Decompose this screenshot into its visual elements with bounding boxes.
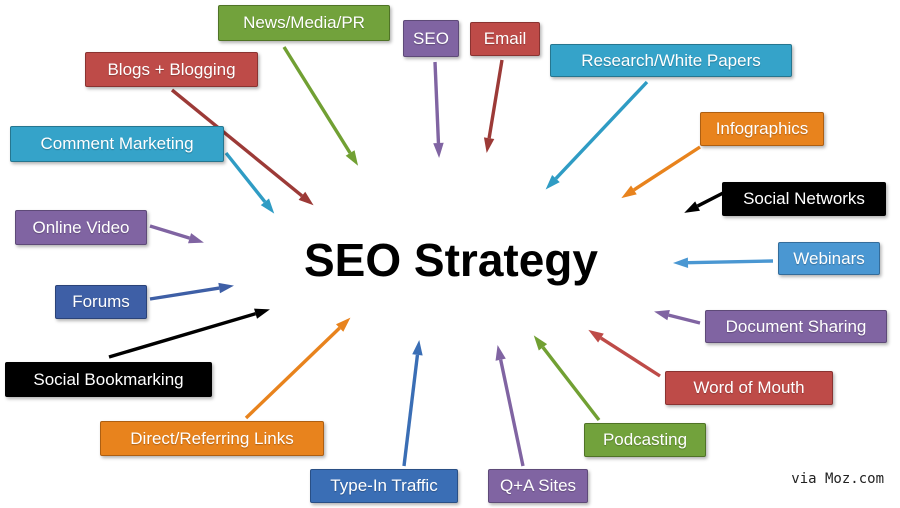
node-document-sharing: Document Sharing [705,310,887,343]
node-direct-referring-links: Direct/Referring Links [100,421,324,456]
node-social-bookmarking: Social Bookmarking [5,362,212,397]
arrow-comment-marketing [224,151,275,214]
node-research-white-papers: Research/White Papers [550,44,792,77]
arrow-qa-sites [495,345,525,467]
node-online-video: Online Video [15,210,147,245]
diagram-title: SEO Strategy [304,234,598,286]
arrow-direct-referring-links [244,317,351,420]
arrow-seo [433,61,444,158]
node-blogs-blogging: Blogs + Blogging [85,52,258,87]
arrow-online-video [149,224,204,244]
node-infographics: Infographics [700,112,824,146]
arrow-email [483,59,504,153]
arrow-podcasting [533,335,601,422]
node-news-media-pr: News/Media/PR [218,5,390,41]
arrow-document-sharing [654,310,701,325]
arrow-forums [149,282,234,301]
node-email: Email [470,22,540,56]
node-webinars: Webinars [778,242,880,275]
arrow-social-networks [684,189,728,213]
node-word-of-mouth: Word of Mouth [665,371,833,405]
node-comment-marketing: Comment Marketing [10,126,224,162]
node-social-networks: Social Networks [722,182,886,216]
node-qa-sites: Q+A Sites [488,469,588,503]
arrow-type-in-traffic [402,340,423,467]
node-podcasting: Podcasting [584,423,706,457]
node-seo: SEO [403,20,459,57]
arrow-webinars [673,257,774,268]
arrow-news-media-pr [282,46,359,166]
attribution-text: via Moz.com [791,471,884,487]
arrow-research-white-papers [545,80,649,190]
arrow-infographics [621,145,701,199]
arrow-word-of-mouth [588,329,661,378]
node-type-in-traffic: Type-In Traffic [310,469,458,503]
node-forums: Forums [55,285,147,319]
